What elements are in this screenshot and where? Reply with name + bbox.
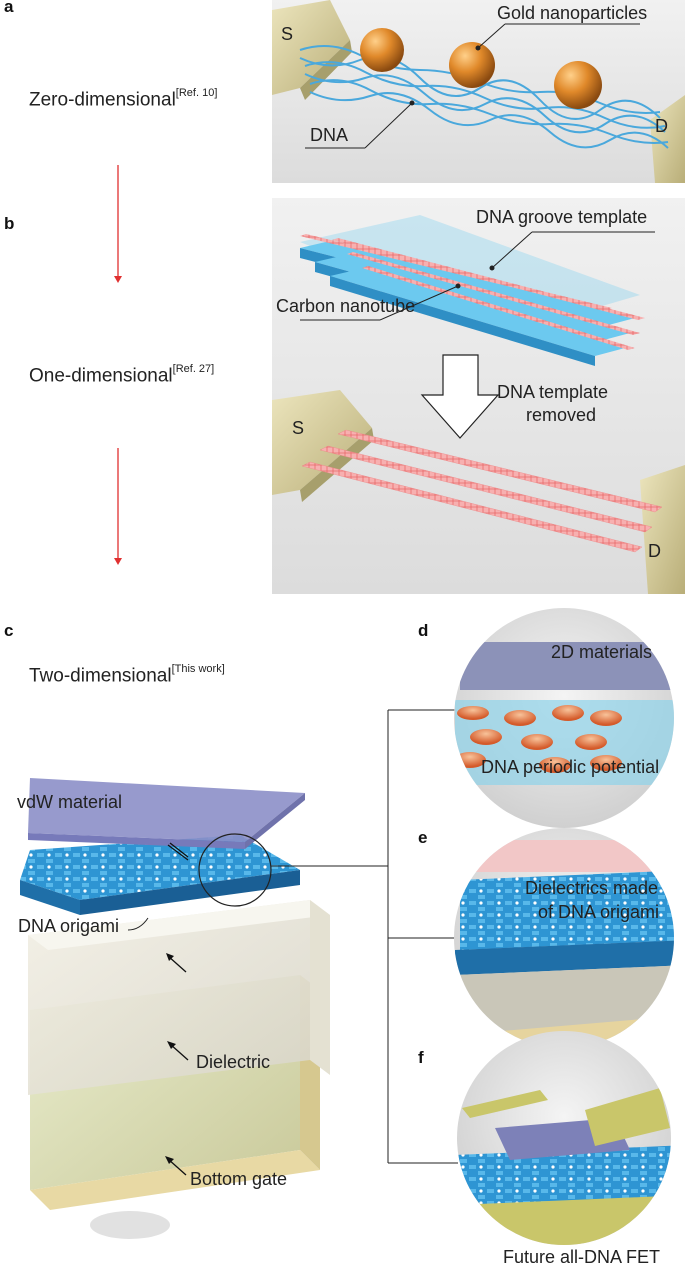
dielectric-layer xyxy=(28,900,330,1095)
panel-letter-f: f xyxy=(418,1048,424,1067)
label-source-b: S xyxy=(292,418,305,438)
dna-strands xyxy=(299,45,669,149)
label-of-dna-origami: of DNA origami xyxy=(538,902,660,922)
bottom-gate-arrow xyxy=(166,953,187,973)
label-drain-a: D xyxy=(655,116,668,136)
gold-nanoparticle xyxy=(360,28,404,72)
panel-c-image xyxy=(20,709,460,1239)
carbon-nanotubes-aligned xyxy=(301,429,663,553)
panel-d-image xyxy=(454,608,674,828)
dimension-label: Zero-dimensional xyxy=(29,89,176,111)
dimension-label: One-dimensional xyxy=(29,365,173,387)
progression-arrow-2 xyxy=(114,448,122,565)
label-dielectric: Dielectric xyxy=(196,1052,271,1072)
ref-label: [This work] xyxy=(171,663,225,675)
label-template-removed-1: DNA template xyxy=(497,382,609,402)
ref-label: [Ref. 27] xyxy=(172,363,215,375)
ref-label: [Ref. 10] xyxy=(175,87,218,99)
panel-letter-d: d xyxy=(418,621,429,640)
dna-groove-template xyxy=(300,215,645,366)
dna-origami-layer xyxy=(20,835,300,915)
label-future-all-dna-fet: Future all-DNA FET xyxy=(503,1247,661,1267)
panel-a-image xyxy=(272,0,685,183)
connector-lines xyxy=(271,709,460,1164)
drain-electrode-b xyxy=(640,465,685,594)
panel-f-image xyxy=(457,1031,671,1245)
label-source-a: S xyxy=(281,24,294,44)
label-dna-origami: DNA origami xyxy=(18,916,120,936)
label-carbon-nanotube: Carbon nanotube xyxy=(276,296,416,316)
panel-letter-a: a xyxy=(4,0,14,16)
label-2d-materials: 2D materials xyxy=(551,642,653,662)
panel-letter-e: e xyxy=(418,828,428,847)
zoom-circle xyxy=(198,833,272,907)
label-dna-groove-template: DNA groove template xyxy=(476,207,648,227)
heading-zero-dimensional: Zero-dimensional[Ref. 10] xyxy=(29,87,218,111)
progression-arrow-1 xyxy=(114,165,122,283)
gold-nanoparticle xyxy=(554,61,602,109)
dielectric-arrow-real xyxy=(169,842,189,858)
panel-letter-b: b xyxy=(4,214,15,233)
gold-nanoparticle xyxy=(449,42,495,88)
process-arrow xyxy=(420,354,500,439)
panel-letter-c: c xyxy=(4,621,14,640)
source-electrode-b xyxy=(272,390,372,495)
label-template-removed-2: removed xyxy=(526,405,597,425)
label-vdw-material: vdW material xyxy=(17,792,123,812)
heading-two-dimensional: Two-dimensional[This work] xyxy=(29,663,225,687)
label-gold-nanoparticles: Gold nanoparticles xyxy=(497,3,648,23)
label-drain-b: D xyxy=(648,541,661,561)
heading-one-dimensional: One-dimensional[Ref. 27] xyxy=(29,363,215,387)
label-dna-periodic-potential: DNA periodic potential xyxy=(481,757,660,777)
label-dna: DNA xyxy=(310,125,349,145)
vdw-material-layer xyxy=(28,778,305,849)
label-dielectrics-made: Dielectrics made xyxy=(525,878,659,898)
panel-b-image xyxy=(272,198,685,594)
panel-e-image xyxy=(454,828,674,1048)
label-bottom-gate: Bottom gate xyxy=(190,1169,288,1189)
dimension-label: Two-dimensional xyxy=(29,665,172,687)
